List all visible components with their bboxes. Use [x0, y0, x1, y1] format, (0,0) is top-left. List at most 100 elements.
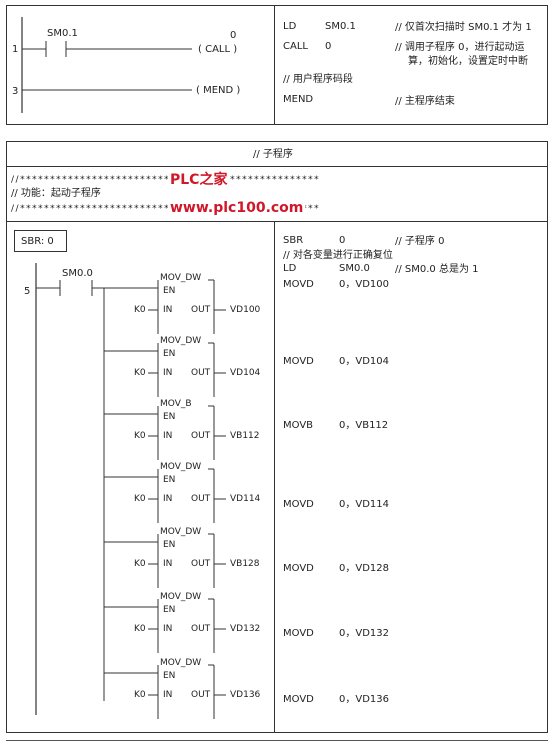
main-program-box — [6, 5, 548, 125]
out-pin: OUT — [191, 690, 211, 700]
watermark-url: www.plc100.com — [168, 200, 306, 216]
mov-block-shape — [148, 533, 226, 588]
out-operand: VD104 — [230, 368, 261, 378]
il-op: LD — [283, 21, 297, 32]
il-comment: // 调用子程序 0，进行起动运 — [395, 42, 525, 53]
mov-block-shape — [148, 342, 226, 397]
il-comment: // 对各变量进行正确复位 — [283, 250, 393, 261]
mov-block-shape — [148, 664, 226, 719]
il-op: LD — [283, 263, 297, 274]
watermark-brand: PLC之家 — [168, 172, 230, 188]
main-ladder-diagram — [21, 17, 192, 113]
block-name: MOV_DW — [160, 592, 202, 602]
block-name: MOV_DW — [160, 658, 202, 668]
rung3-number: 3 — [12, 86, 19, 97]
en-pin: EN — [163, 286, 176, 296]
block-name: MOV_DW — [160, 273, 202, 283]
k-constant: K0 — [134, 494, 146, 504]
in-pin: IN — [163, 559, 173, 569]
mov-block: MOV_DW EN K0 IN OUT VB128 — [0, 526, 274, 588]
sub-ladder-diagram — [35, 263, 158, 715]
rung1-number: 1 — [12, 44, 19, 55]
en-pin: EN — [163, 540, 176, 550]
il-arg: SM0.0 — [339, 263, 370, 274]
mov-block: MOV_DW EN K0 IN OUT VD100 — [0, 272, 274, 334]
subroutine-heading: // 子程序 — [253, 149, 293, 160]
il-op: MOVD — [283, 499, 314, 510]
stars-line-1: //**************************************… — [11, 175, 321, 185]
sbr-label: SBR: 0 — [21, 236, 54, 247]
il-op: MOVD — [283, 563, 314, 574]
il-comment-cont: 算，初始化，设置定时中断 — [408, 56, 528, 67]
mend-coil: ( MEND ) — [196, 85, 241, 96]
il-arg: 0，VD100 — [339, 279, 389, 290]
il-op: MOVD — [283, 694, 314, 705]
mov-block-shape — [148, 279, 226, 334]
main-divider — [274, 5, 275, 125]
out-pin: OUT — [191, 368, 211, 378]
en-pin: EN — [163, 671, 176, 681]
block-name: MOV_DW — [160, 527, 202, 537]
call-coil: ( CALL ) — [198, 44, 238, 55]
il-op: MOVD — [283, 628, 314, 639]
mov-block-shape — [148, 468, 226, 523]
in-pin: IN — [163, 431, 173, 441]
k-constant: K0 — [134, 690, 146, 700]
en-pin: EN — [163, 605, 176, 615]
mov-block-shape — [148, 405, 226, 460]
k-constant: K0 — [134, 559, 146, 569]
rung1-contact-label: SM0.1 — [47, 28, 78, 39]
il-comment: // 子程序 0 — [395, 236, 445, 247]
comment-divider — [6, 221, 548, 222]
stars-line-2: //**************************************… — [11, 204, 321, 214]
rung-number: 5 — [24, 286, 31, 297]
k-constant: K0 — [134, 624, 146, 634]
il-arg: 0，VB112 — [339, 420, 389, 431]
block-name: MOV_DW — [160, 462, 202, 472]
mov-block-shape — [148, 598, 226, 653]
il-op: SBR — [283, 235, 304, 246]
in-pin: IN — [163, 690, 173, 700]
il-arg: 0 — [325, 41, 332, 52]
il-arg: 0，VD132 — [339, 628, 389, 639]
il-op: MEND — [283, 94, 314, 105]
out-pin: OUT — [191, 559, 211, 569]
il-op: MOVD — [283, 356, 314, 367]
function-comment: // 功能：起动子程序 — [11, 188, 101, 199]
il-comment: // SM0.0 总是为 1 — [395, 264, 479, 275]
heading-divider — [6, 166, 548, 167]
k-constant: K0 — [134, 368, 146, 378]
out-pin: OUT — [191, 494, 211, 504]
mov-block: MOV_DW EN K0 IN OUT VD136 — [0, 657, 274, 719]
il-comment: // 主程序结束 — [395, 96, 455, 107]
out-pin: OUT — [191, 431, 211, 441]
sbr-label-box — [14, 230, 67, 252]
sub-divider — [274, 221, 275, 733]
k-constant: K0 — [134, 305, 146, 315]
call-number: 0 — [230, 30, 237, 41]
il-comment: // 用户程序码段 — [283, 74, 353, 85]
il-arg: SM0.1 — [325, 21, 356, 32]
out-operand: VD132 — [230, 624, 261, 634]
en-pin: EN — [163, 475, 176, 485]
k-constant: K0 — [134, 431, 146, 441]
out-pin: OUT — [191, 624, 211, 634]
out-operand: VD114 — [230, 494, 261, 504]
il-comment: // 仅首次扫描时 SM0.1 才为 1 — [395, 22, 532, 33]
out-operand: VD100 — [230, 305, 261, 315]
in-pin: IN — [163, 305, 173, 315]
subroutine-box — [6, 141, 548, 733]
il-arg: 0，VD128 — [339, 563, 389, 574]
il-arg: 0，VD104 — [339, 356, 389, 367]
il-arg: 0，VD114 — [339, 499, 389, 510]
out-operand: VB112 — [230, 431, 260, 441]
out-operand: VD136 — [230, 690, 261, 700]
contact-label: SM0.0 — [62, 268, 93, 279]
out-pin: OUT — [191, 305, 211, 315]
il-op: MOVB — [283, 420, 314, 431]
out-operand: VB128 — [230, 559, 260, 569]
